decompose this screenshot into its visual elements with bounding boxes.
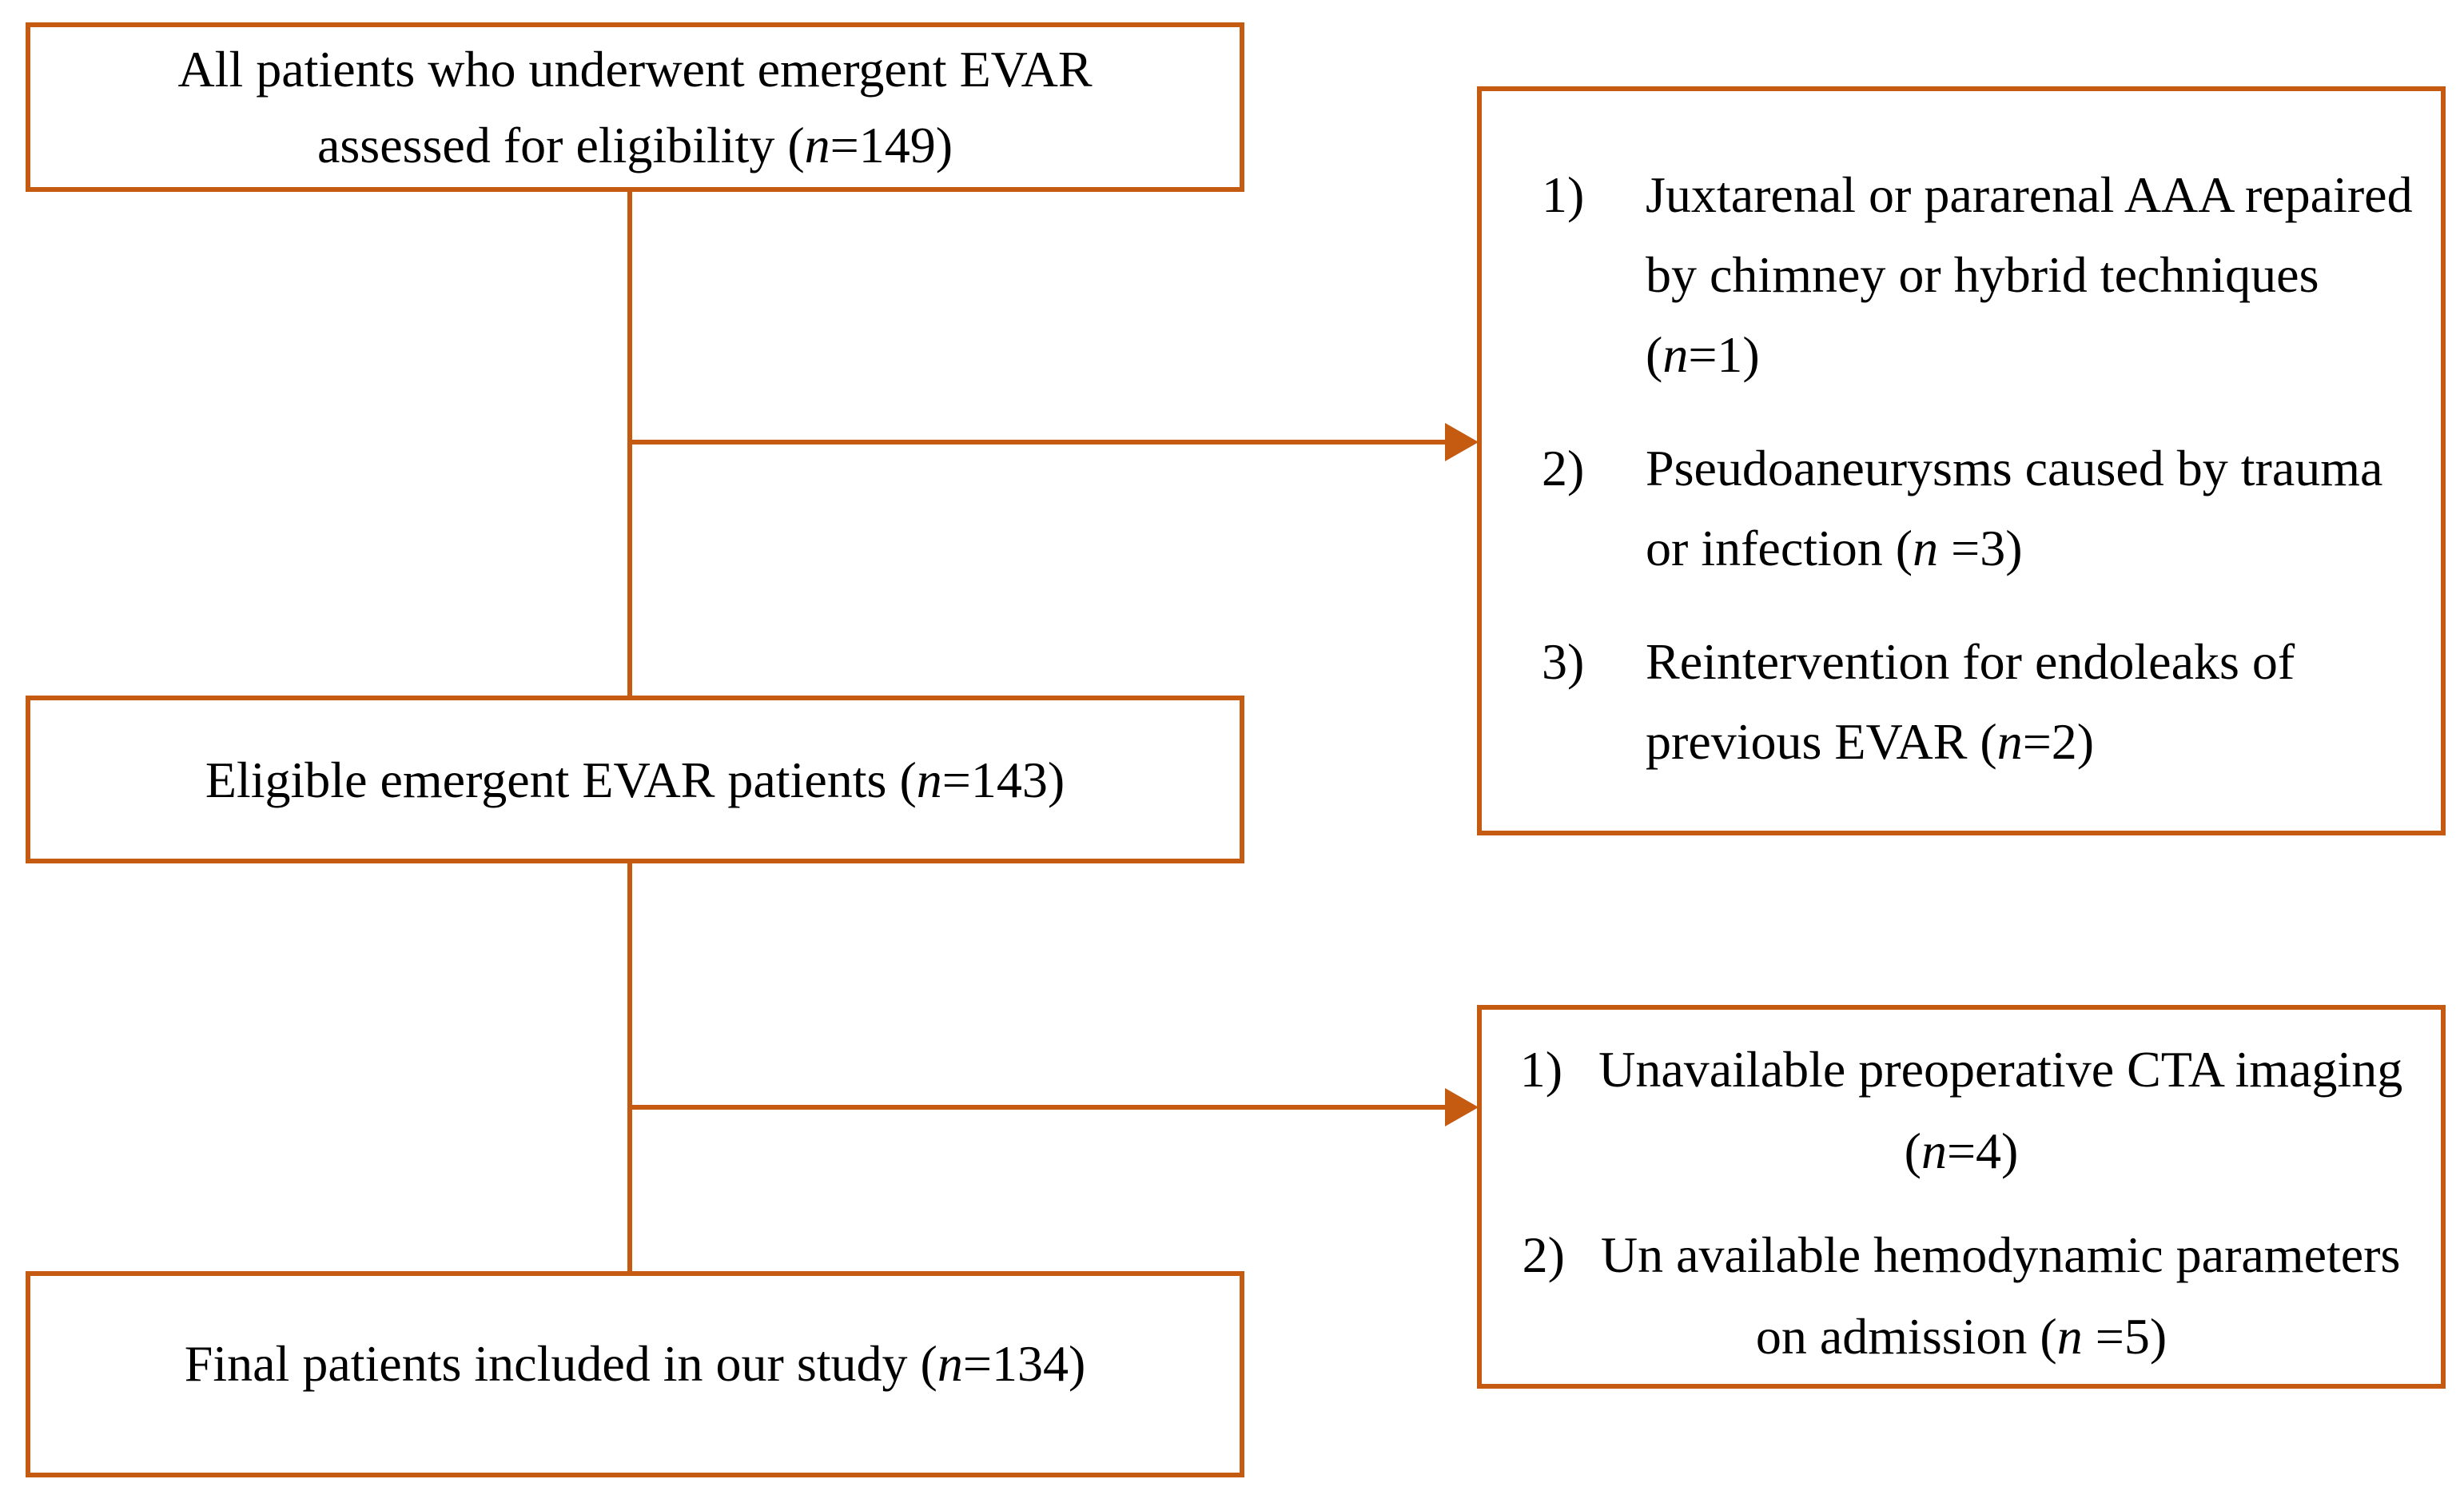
text-run: =134) bbox=[962, 1334, 1086, 1392]
arrowhead-right-icon bbox=[1445, 423, 1479, 461]
exclusion2-item-2: 2) Un available hemodynamic parameters on… bbox=[1498, 1214, 2425, 1377]
n-italic: n bbox=[2056, 1308, 2083, 1365]
final-line: Final patients included in our study (n=… bbox=[30, 1326, 1240, 1401]
exclusion1-item-2: 2) Pseudoaneurysms caused by trauma or i… bbox=[1482, 429, 2421, 588]
n-italic: n bbox=[804, 117, 830, 173]
text-run: =4) bbox=[1946, 1122, 2019, 1179]
arrow-line bbox=[630, 440, 1445, 445]
n-italic: n bbox=[1662, 326, 1689, 383]
text-run: Final patients included in our study ( bbox=[184, 1334, 937, 1392]
connector-vertical-2 bbox=[627, 862, 632, 1273]
text-run: =1) bbox=[1688, 326, 1760, 383]
box-exclusions-2: 1) Unavailable preoperative CTA imaging (… bbox=[1477, 1005, 2446, 1389]
item-number: 1) bbox=[1542, 166, 1585, 223]
eligible-line: Eligible emergent EVAR patients (n=143) bbox=[30, 742, 1240, 818]
arrowhead-right-icon bbox=[1445, 1088, 1479, 1126]
text-run: assessed for eligibility ( bbox=[316, 117, 805, 173]
assessed-line1: All patients who underwent emergent EVAR bbox=[177, 41, 1093, 98]
item-number: 3) bbox=[1542, 633, 1585, 690]
text-run: =149) bbox=[830, 117, 953, 173]
assessed-line2: assessed for eligibility (n=149) bbox=[30, 107, 1240, 183]
arrow-line bbox=[630, 1105, 1445, 1110]
item-text: Juxtarenal or pararenal AAA repaired by … bbox=[1646, 166, 2413, 383]
arrow-connector-exclusions-1 bbox=[630, 423, 1479, 461]
text-run: =2) bbox=[2022, 713, 2095, 770]
box-all-patients-assessed: All patients who underwent emergent EVAR… bbox=[26, 22, 1244, 192]
text-run: Unavailable preoperative CTA imaging ( bbox=[1598, 1041, 2403, 1179]
n-italic: n bbox=[916, 751, 942, 808]
n-italic: n bbox=[1996, 713, 2023, 770]
text-run: =143) bbox=[941, 751, 1065, 808]
text-run: Reintervention for endoleaks of previous… bbox=[1646, 633, 2295, 770]
item-text: Pseudoaneurysms caused by trauma or infe… bbox=[1646, 440, 2382, 576]
box-eligible-patients: Eligible emergent EVAR patients (n=143) bbox=[26, 696, 1244, 863]
item-number: 2) bbox=[1522, 1226, 1565, 1283]
text-run: Pseudoaneurysms caused by trauma or infe… bbox=[1646, 440, 2383, 576]
exclusion1-item-1: 1) Juxtarenal or pararenal AAA repaired … bbox=[1482, 155, 2421, 395]
text-run: Eligible emergent EVAR patients ( bbox=[205, 751, 917, 808]
text-run: =5) bbox=[2082, 1308, 2167, 1365]
n-italic: n bbox=[937, 1334, 963, 1392]
item-number: 1) bbox=[1519, 1041, 1563, 1098]
box-exclusions-1: 1) Juxtarenal or pararenal AAA repaired … bbox=[1477, 86, 2446, 835]
exclusion2-item-1: 1) Unavailable preoperative CTA imaging (… bbox=[1498, 1029, 2425, 1192]
n-italic: n bbox=[1913, 520, 1939, 576]
item-text: Reintervention for endoleaks of previous… bbox=[1646, 633, 2295, 770]
box-final-patients: Final patients included in our study (n=… bbox=[26, 1271, 1244, 1477]
item-number: 2) bbox=[1542, 440, 1585, 496]
arrow-connector-exclusions-2 bbox=[630, 1088, 1479, 1126]
text-run: =3) bbox=[1938, 520, 2023, 576]
exclusion1-item-3: 3) Reintervention for endoleaks of previ… bbox=[1482, 622, 2421, 782]
n-italic: n bbox=[1921, 1122, 1947, 1179]
text-run: Juxtarenal or pararenal AAA repaired by … bbox=[1646, 166, 2413, 383]
text-run: Un available hemodynamic parameters on a… bbox=[1600, 1226, 2401, 1365]
